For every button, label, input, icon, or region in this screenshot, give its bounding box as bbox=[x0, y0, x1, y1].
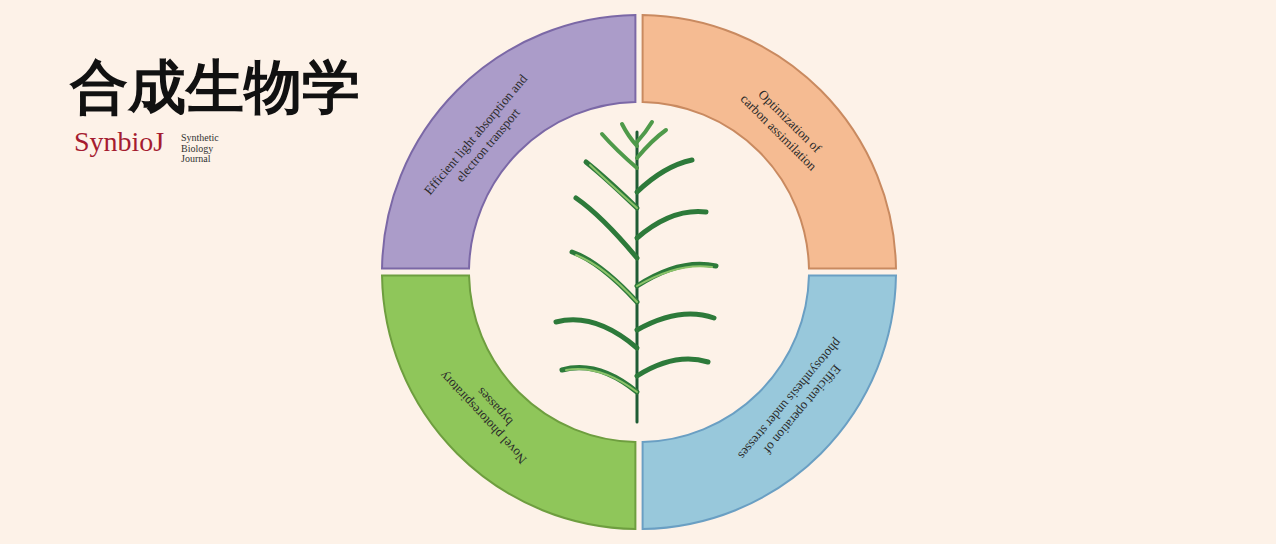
journal-logo: SynbioJ bbox=[74, 128, 164, 156]
ring-sector-shape bbox=[639, 272, 899, 532]
ring-segment: Efficient operation of photosynthesis un… bbox=[639, 272, 899, 532]
journal-logo-chinese: 合成生物学 bbox=[70, 58, 360, 116]
ring-segment: Novel photorespiratory bypasses bbox=[379, 272, 639, 532]
ring-sector-shape bbox=[379, 12, 639, 272]
ring-segment: Efficient light absorption and electron … bbox=[379, 12, 639, 272]
ring-segment: Optimization of carbon assimilation bbox=[639, 12, 899, 272]
ring-sector-shape bbox=[639, 12, 899, 272]
ring-sector-shape bbox=[379, 272, 639, 532]
journal-name: Synthetic Biology Journal bbox=[181, 133, 227, 165]
